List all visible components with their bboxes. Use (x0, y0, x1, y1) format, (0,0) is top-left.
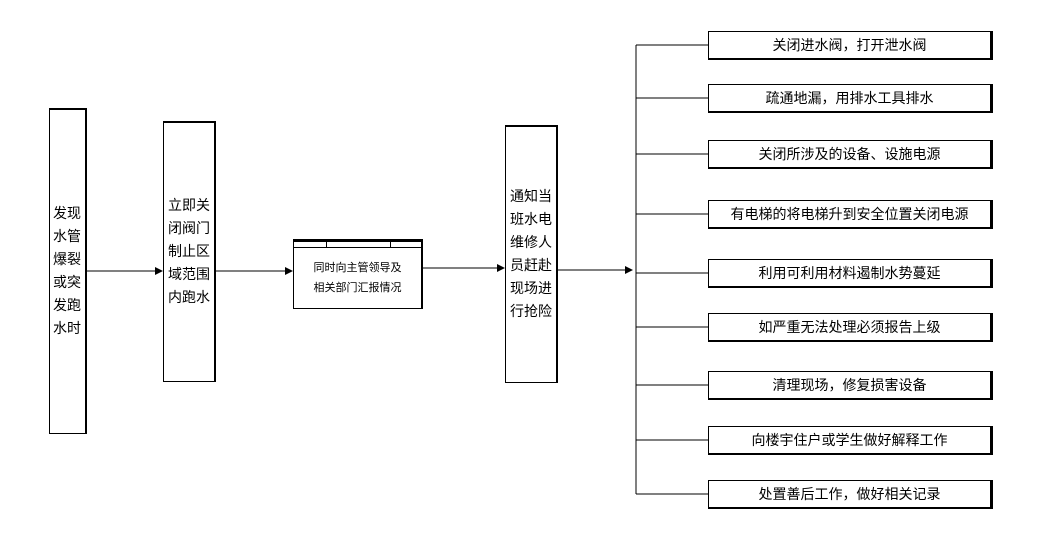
node-notify: 通知当班水电维修人员赶赴现场进行抢险 (505, 125, 558, 383)
action-box-5: 利用可利用材料遏制水势蔓延 (708, 259, 993, 288)
action-label-6: 如严重无法处理必须报告上级 (758, 320, 941, 336)
action-label-5: 利用可利用材料遏制水势蔓延 (758, 266, 941, 282)
node-discover: 发现水管爆裂或突发跑水时 (49, 108, 87, 434)
node-close-valve: 立即关闭阀门制止区域范围内跑水 (163, 121, 216, 382)
node-notify-label: 通知当班水电维修人员赶赴现场进行抢险 (510, 188, 552, 320)
action-box-2: 疏通地漏，用排水工具排水 (708, 84, 993, 113)
node-report-header (294, 242, 421, 248)
action-box-8: 向楼宇住户或学生做好解释工作 (708, 426, 993, 455)
node-discover-label: 发现水管爆裂或突发跑水时 (53, 205, 81, 337)
action-label-1: 关闭进水阀，打开泄水阀 (772, 38, 927, 54)
action-label-4: 有电梯的将电梯升到安全位置关闭电源 (730, 207, 969, 223)
action-label-2: 疏通地漏，用排水工具排水 (765, 91, 934, 107)
action-box-3: 关闭所涉及的设备、设施电源 (708, 140, 993, 169)
action-box-4: 有电梯的将电梯升到安全位置关闭电源 (708, 200, 993, 229)
node-report: 同时向主管领导及 相关部门汇报情况 (293, 239, 423, 309)
action-label-8: 向楼宇住户或学生做好解释工作 (751, 433, 948, 449)
action-label-7: 清理现场，修复损害设备 (772, 378, 927, 394)
action-box-7: 清理现场，修复损害设备 (708, 371, 993, 400)
node-report-line-1: 同时向主管领导及 (313, 261, 402, 274)
node-report-line-2: 相关部门汇报情况 (313, 281, 402, 294)
action-label-3: 关闭所涉及的设备、设施电源 (758, 147, 941, 163)
action-box-6: 如严重无法处理必须报告上级 (708, 313, 993, 342)
node-close-valve-label: 立即关闭阀门制止区域范围内跑水 (168, 197, 210, 306)
action-label-9: 处置善后工作，做好相关记录 (758, 487, 941, 503)
action-box-9: 处置善后工作，做好相关记录 (708, 480, 993, 509)
action-box-1: 关闭进水阀，打开泄水阀 (708, 31, 993, 60)
branch-lines (636, 44, 708, 495)
